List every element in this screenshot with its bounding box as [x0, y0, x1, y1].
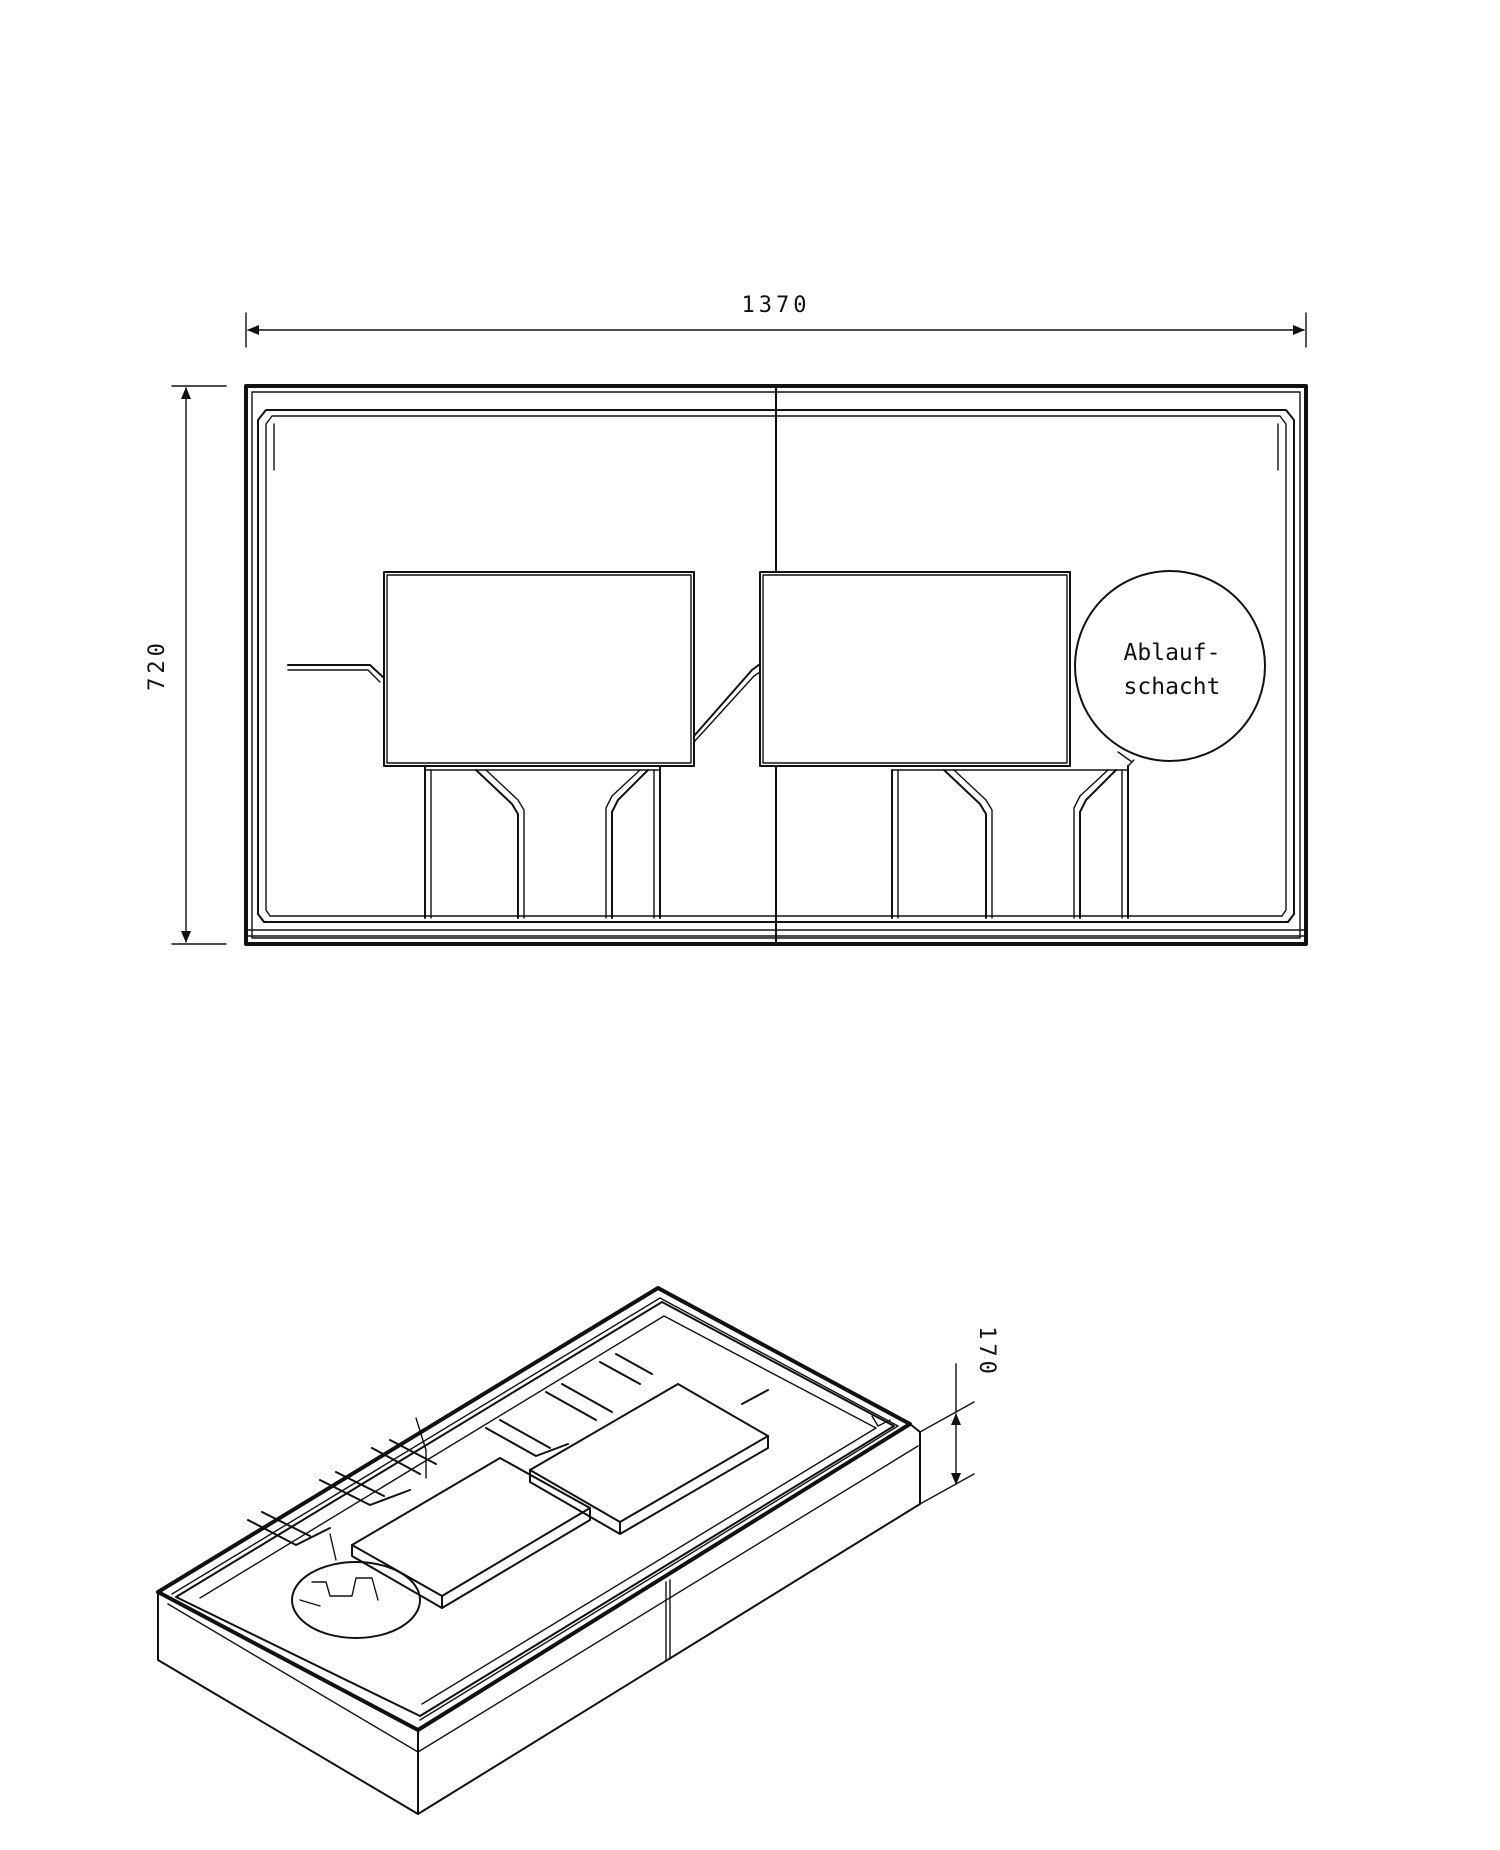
width-dimension-label: 1370 — [742, 293, 811, 318]
left-support-pad — [383, 571, 695, 767]
drain-shaft-circle — [1074, 570, 1266, 762]
drain-shaft-label-line2: schacht — [1124, 674, 1221, 700]
depth-dimension-label: 720 — [145, 639, 170, 691]
depth-dimension: 720 — [145, 385, 227, 945]
drain-shaft-label-line1: Ablauf- — [1124, 640, 1221, 666]
iso-ribs — [247, 1353, 769, 1561]
right-leg-structure — [891, 759, 1135, 919]
height-dimension-label: 170 — [974, 1326, 999, 1378]
tray-outline — [244, 384, 1308, 946]
iso-tray-body — [156, 1286, 921, 1815]
drain-shaft-callout: Ablauf- schacht — [1074, 570, 1266, 763]
height-dimension: 170 — [919, 1326, 999, 1505]
top-view: 1370 720 — [145, 293, 1308, 946]
iso-left-pad — [351, 1457, 591, 1609]
width-dimension: 1370 — [245, 293, 1307, 348]
left-leg-structure — [424, 765, 661, 919]
iso-right-pad — [529, 1383, 769, 1535]
isometric-view: 170 — [156, 1286, 999, 1815]
right-support-pad — [759, 571, 1071, 767]
left-rib — [287, 664, 385, 683]
iso-drain-shaft — [291, 1561, 421, 1639]
pad-connector — [693, 663, 761, 743]
